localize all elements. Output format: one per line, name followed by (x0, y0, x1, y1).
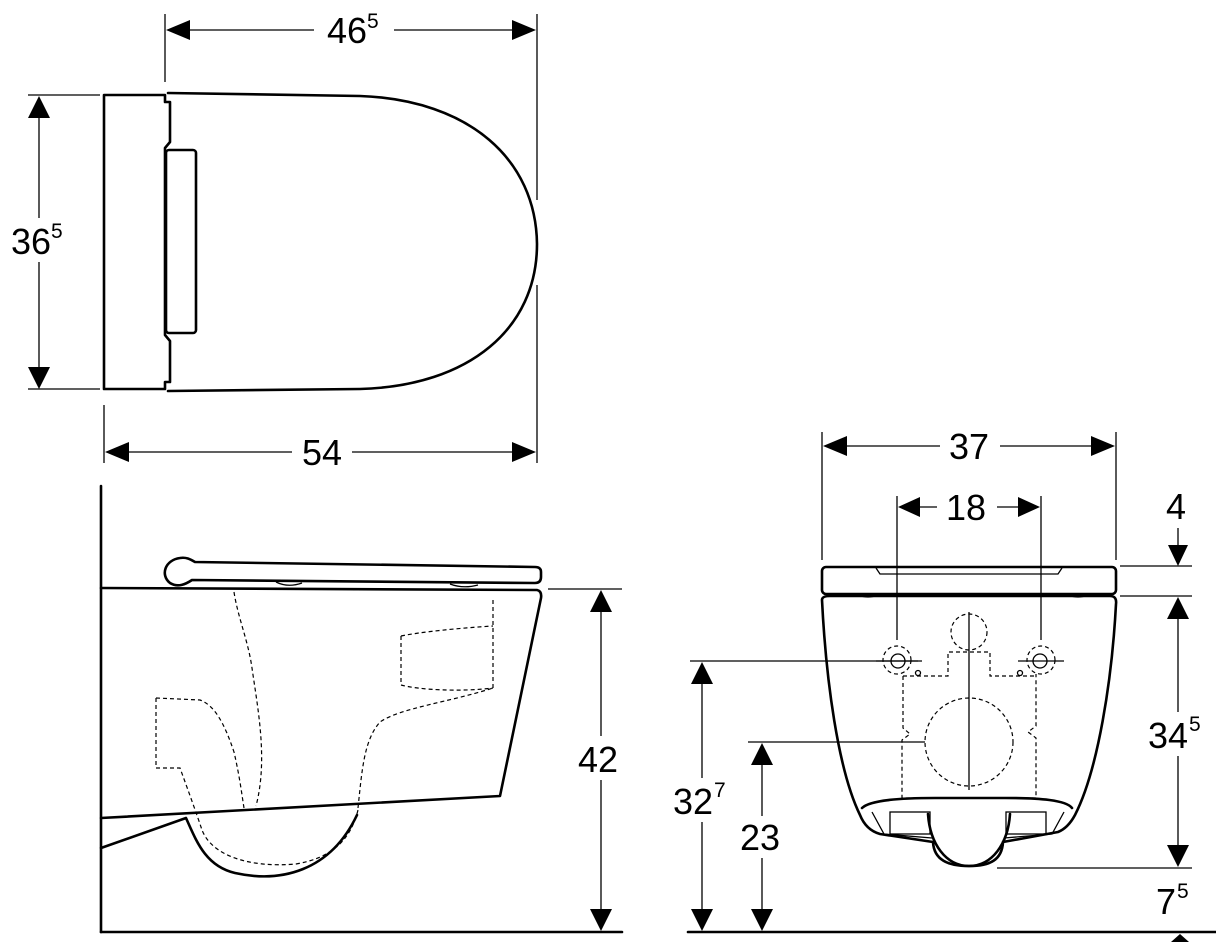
side-view-trap-outline (99, 813, 359, 878)
side-view-inner-bowl (233, 591, 263, 807)
dim-top-depth-sup: 5 (367, 10, 379, 33)
dim-bottom-offset-label: 7 (1156, 881, 1176, 922)
dim-bottom-offset-sup: 5 (1177, 880, 1189, 903)
dim-side-height-label: 42 (578, 739, 618, 780)
dim-overall-depth-label: 54 (302, 432, 342, 473)
dim-bowl-height-sup: 5 (1189, 713, 1201, 736)
side-view-bowl-body (99, 586, 543, 820)
dim-seat-thickness-label: 4 (1166, 486, 1186, 527)
dim-outlet-height-label: 23 (740, 817, 780, 858)
dim-bowl-height: 34 5 (1146, 597, 1216, 867)
front-view-bowl-body (820, 594, 1118, 868)
dim-bowl-height-label: 34 (1148, 715, 1188, 756)
dim-bottom-offset: 7 5 (1156, 880, 1189, 942)
top-view-wall-plate (102, 93, 172, 391)
top-view: 46 5 36 5 54 (8, 8, 539, 473)
dim-fixing-height-sup: 7 (714, 779, 726, 802)
dim-fixing-spacing-label: 18 (946, 487, 986, 528)
top-view-bowl-outline (166, 91, 539, 393)
side-view: 42 (99, 484, 630, 934)
front-view-seat (820, 565, 1118, 596)
dim-top-depth-label: 46 (327, 10, 367, 51)
dim-side-height: 42 (548, 588, 630, 931)
dim-fixing-height-label: 32 (673, 781, 713, 822)
front-view: 37 18 4 34 5 7 5 (670, 424, 1216, 942)
dim-overall-depth: 54 (105, 430, 536, 473)
dim-fixing-spacing: 18 (898, 486, 1040, 528)
dim-front-width-label: 37 (949, 426, 989, 467)
dim-top-width: 36 5 (8, 96, 78, 389)
dim-front-width: 37 (823, 424, 1115, 467)
dim-fixing-height: 32 7 (670, 662, 738, 931)
dim-seat-thickness: 4 (1166, 486, 1188, 566)
top-view-flush-plate (164, 148, 198, 335)
side-view-seat-lid (163, 556, 543, 587)
dim-top-depth: 46 5 (166, 8, 536, 51)
dim-top-width-sup: 5 (51, 220, 63, 243)
dim-outlet-height: 23 (736, 743, 792, 931)
dim-top-width-label: 36 (11, 221, 51, 262)
